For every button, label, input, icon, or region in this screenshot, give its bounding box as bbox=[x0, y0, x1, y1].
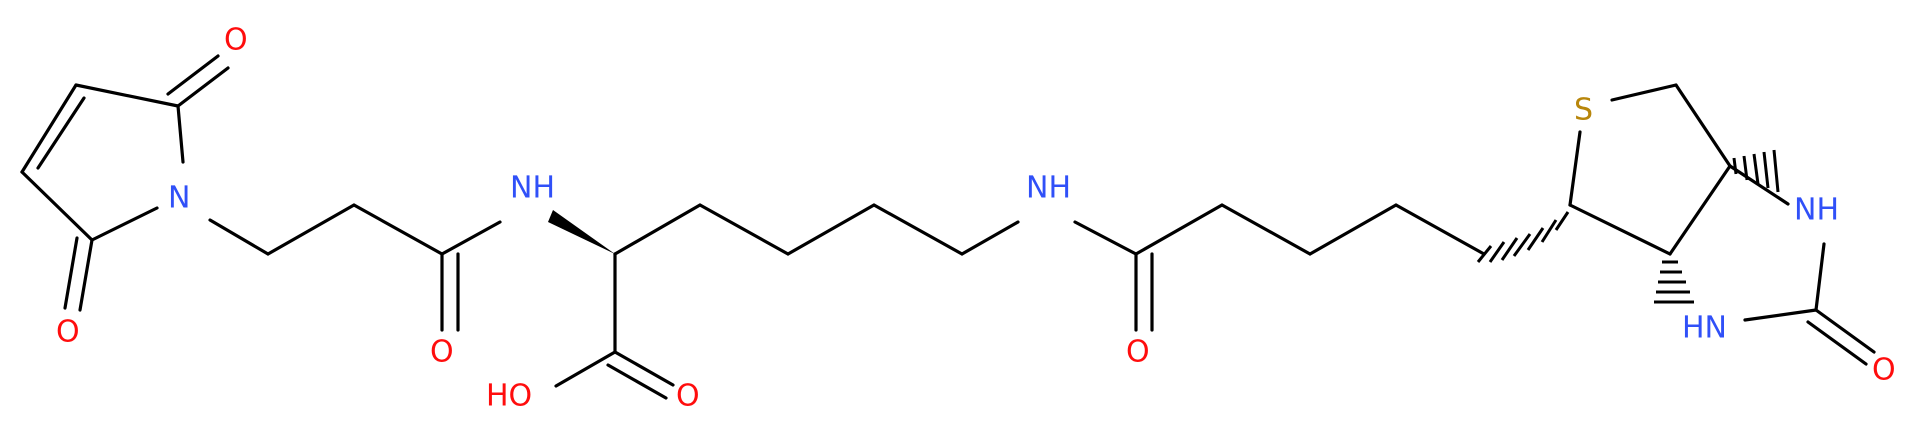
bond bbox=[352, 203, 444, 256]
amide-nh-atom: NH bbox=[510, 171, 555, 206]
oxygen-atom: O bbox=[430, 335, 454, 370]
bond bbox=[440, 220, 502, 256]
bond bbox=[90, 206, 159, 242]
bond bbox=[20, 83, 78, 174]
bond bbox=[613, 350, 675, 387]
bond bbox=[1806, 320, 1868, 366]
sulfur-atom: S bbox=[1574, 93, 1593, 128]
bond bbox=[1073, 220, 1138, 256]
bond bbox=[554, 350, 617, 388]
oxygen-atom: O bbox=[676, 379, 700, 414]
oxygen-atom: O bbox=[1872, 353, 1896, 388]
wedge-bond bbox=[548, 210, 615, 254]
bond bbox=[63, 236, 79, 310]
bond bbox=[960, 220, 1020, 256]
bond bbox=[1220, 203, 1312, 256]
oxygen-atom: O bbox=[56, 315, 80, 350]
bond bbox=[1814, 242, 1826, 312]
bond bbox=[1814, 308, 1876, 354]
bond bbox=[36, 96, 86, 170]
nh-atom: HN bbox=[1682, 311, 1727, 346]
hashed-bond bbox=[1476, 211, 1570, 263]
oxygen-atom: O bbox=[1126, 335, 1150, 370]
hashed-bond bbox=[1732, 149, 1780, 193]
atom-layer: O O N NH O O HO NH O S NH HN O bbox=[56, 23, 1896, 414]
bond bbox=[786, 203, 876, 256]
bond bbox=[78, 238, 94, 312]
bond bbox=[1610, 83, 1678, 102]
bond bbox=[872, 203, 964, 256]
bond bbox=[208, 218, 270, 256]
bond bbox=[20, 170, 94, 242]
bond bbox=[698, 203, 790, 256]
bond bbox=[176, 66, 230, 108]
stereo-bond-layer bbox=[548, 149, 1780, 304]
bond bbox=[1743, 308, 1818, 322]
bond bbox=[176, 104, 185, 164]
bond-layer bbox=[20, 54, 1876, 400]
bond bbox=[166, 54, 220, 96]
bond bbox=[266, 203, 356, 256]
bond bbox=[1308, 203, 1398, 256]
bond bbox=[1728, 164, 1790, 206]
bond bbox=[74, 83, 180, 108]
amide-nh-atom: NH bbox=[1026, 171, 1071, 206]
bond bbox=[606, 363, 668, 400]
bond bbox=[1568, 203, 1672, 256]
bond bbox=[613, 203, 702, 256]
bond bbox=[1394, 203, 1486, 256]
nh-atom: NH bbox=[1794, 193, 1839, 228]
bond bbox=[1674, 83, 1732, 168]
bond bbox=[1568, 130, 1582, 207]
nitrogen-atom: N bbox=[168, 181, 190, 216]
hydroxyl-atom: HO bbox=[486, 379, 532, 414]
hashed-bond bbox=[1654, 260, 1694, 304]
bond bbox=[1134, 203, 1224, 256]
oxygen-atom: O bbox=[224, 23, 248, 58]
bond bbox=[1668, 164, 1732, 256]
